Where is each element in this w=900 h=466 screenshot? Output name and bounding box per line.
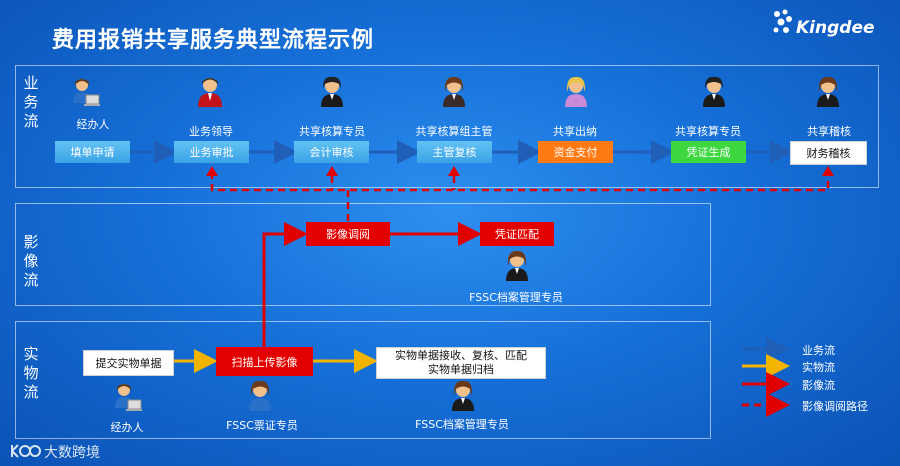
task-scan-upload: 扫描上传影像 [216, 347, 313, 376]
clerk-2-icon [114, 382, 142, 414]
ticket-specialist-icon [246, 380, 274, 412]
task-financial-audit: 财务稽核 [790, 141, 867, 165]
task-voucher-matching: 凭证匹配 [480, 222, 554, 246]
task-receive-line2: 实物单据归档 [428, 363, 494, 377]
role-label-accountant: 共享核算专员 [282, 123, 382, 139]
role-label-clerk: 经办人 [55, 116, 131, 132]
role-label-auditor: 共享稽核 [790, 123, 868, 139]
archive-specialist-2-icon [449, 380, 477, 412]
role-label-clerk-2: 经办人 [96, 419, 158, 435]
auditor-icon [814, 76, 842, 108]
task-fund-payment: 资金支付 [538, 141, 613, 163]
archive-specialist-icon [503, 250, 531, 282]
dashed-arrowhead-4 [822, 166, 834, 176]
task-submit-documents: 提交实物单据 [83, 350, 174, 376]
dashed-arrowhead-1 [206, 166, 218, 176]
clerk-icon [72, 77, 100, 109]
image-flow-up-arrow [264, 234, 302, 347]
watermark-logo-icon [8, 441, 42, 461]
accountant-icon [318, 76, 346, 108]
legend-lines [742, 349, 784, 405]
legend-business-flow: 业务流 [802, 342, 835, 358]
role-label-supervisor: 共享核算组主管 [400, 123, 508, 139]
accountant-2-icon [700, 76, 728, 108]
task-image-access: 影像调阅 [306, 222, 390, 246]
legend-image-flow: 影像流 [802, 377, 835, 393]
role-label-ticket-specialist: FSSC票证专员 [212, 417, 312, 433]
role-label-archive-specialist: FSSC档案管理专员 [450, 289, 582, 305]
image-access-dashed-path [212, 172, 828, 190]
role-label-leader: 业务领导 [172, 123, 250, 139]
task-receive-archive: 实物单据接收、复核、匹配 实物单据归档 [376, 347, 546, 379]
task-business-approval: 业务审批 [174, 141, 249, 163]
task-supervisor-recheck: 主管复核 [417, 141, 492, 163]
supervisor-icon [440, 76, 468, 108]
business-leader-icon [196, 76, 224, 108]
task-accounting-review: 会计审核 [294, 141, 369, 163]
role-label-accountant-2: 共享核算专员 [658, 123, 758, 139]
watermark-text: 大数跨境 [44, 442, 100, 462]
dashed-arrowhead-2 [326, 166, 338, 176]
legend-image-access-path: 影像调阅路径 [802, 398, 868, 414]
task-voucher-generation: 凭证生成 [671, 141, 746, 163]
role-label-archive-specialist-2: FSSC档案管理专员 [396, 416, 528, 432]
task-receive-line1: 实物单据接收、复核、匹配 [395, 349, 527, 363]
cashier-icon [562, 76, 590, 108]
dashed-arrowhead-3 [448, 166, 460, 176]
role-label-cashier: 共享出纳 [536, 123, 614, 139]
watermark: 大数跨境 [8, 441, 128, 463]
legend-physical-flow: 实物流 [802, 359, 835, 375]
task-fill-application: 填单申请 [55, 141, 130, 163]
